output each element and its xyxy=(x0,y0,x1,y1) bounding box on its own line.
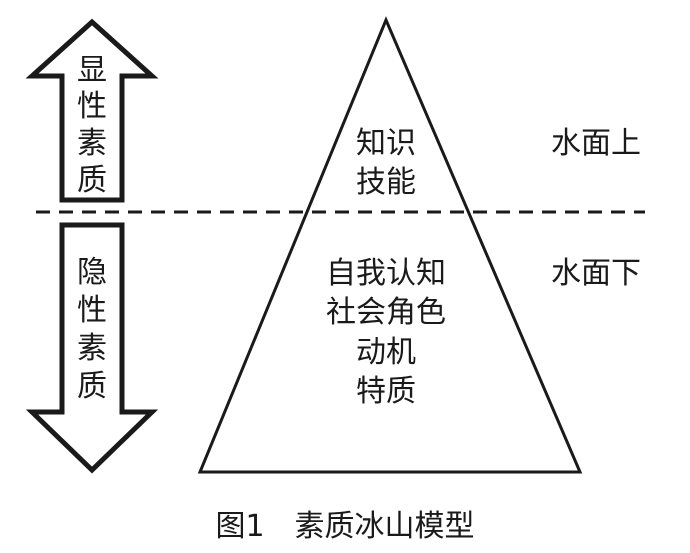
above-water-label: 水面上 xyxy=(551,126,641,161)
base-text-line: 自我认知 xyxy=(326,256,446,291)
below-water-label: 水面下 xyxy=(551,256,641,291)
up-arrow-char: 显 xyxy=(77,53,107,88)
figure-caption: 图1 素质冰山模型 xyxy=(215,509,474,544)
up-arrow-char: 质 xyxy=(77,163,107,198)
base-text-line: 社会角色 xyxy=(326,295,446,330)
down-arrow-char: 质 xyxy=(77,369,107,404)
base-text-line: 特质 xyxy=(356,374,416,409)
down-arrow-char: 性 xyxy=(77,293,107,328)
base-text-line: 动机 xyxy=(356,335,416,370)
down-arrow-char: 隐 xyxy=(77,255,107,290)
up-arrow-label: 显 性 素 质 xyxy=(77,53,107,198)
down-arrow-char: 素 xyxy=(77,331,107,366)
tip-text-line: 知识 xyxy=(356,126,416,161)
up-arrow-char: 性 xyxy=(77,89,107,124)
tip-text-line: 技能 xyxy=(356,165,416,200)
down-arrow-label: 隐 性 素 质 xyxy=(77,255,107,404)
iceberg-triangle xyxy=(197,16,583,474)
up-arrow-char: 素 xyxy=(77,126,107,161)
down-arrow-shape xyxy=(25,222,159,474)
up-arrow-shape xyxy=(25,18,159,203)
